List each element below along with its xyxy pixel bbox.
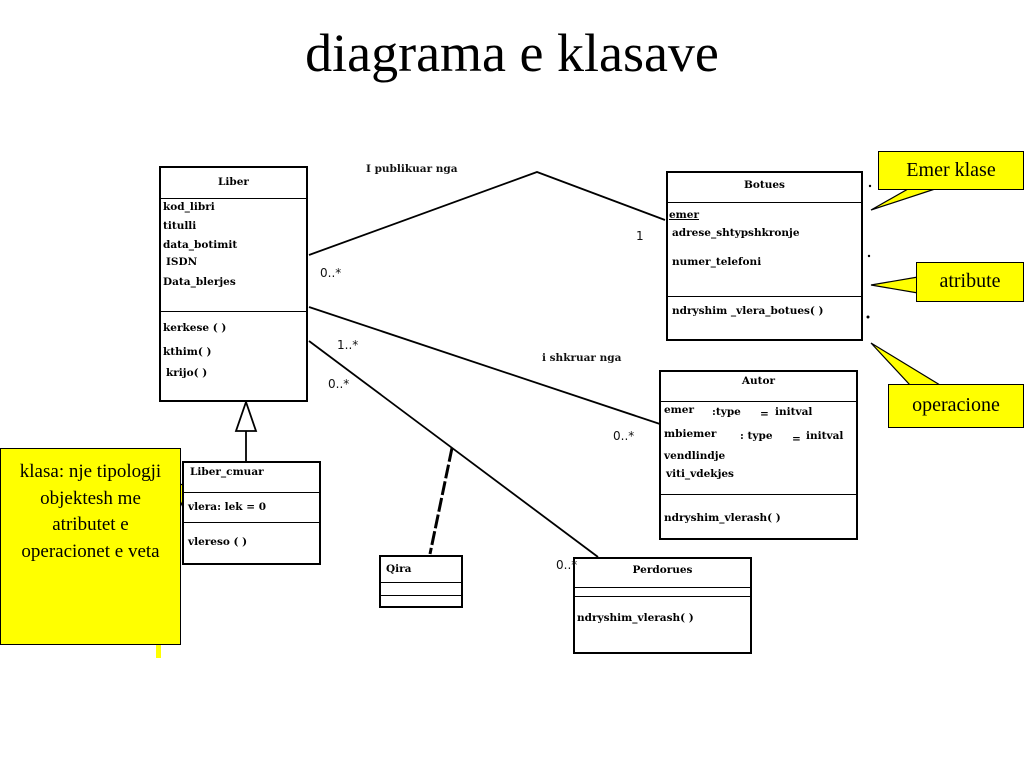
assoc-shkruar-label: i shkruar nga — [542, 352, 622, 364]
callout-pointer-atribute — [870, 276, 919, 294]
class-name-text: Liber_cmuar — [190, 466, 264, 478]
attribute-equals: = — [760, 408, 769, 420]
callout-klasa: klasa: nje tipologji objektesh me atribu… — [0, 448, 181, 645]
multiplicity-autor: 0..* — [613, 429, 635, 443]
callout-klasa-tab — [156, 640, 161, 658]
assoc-publikuar-line — [308, 171, 666, 256]
multiplicity-perdorues: 0..* — [556, 558, 578, 572]
class-attributes — [381, 583, 461, 596]
class-botues: Botues emer adrese_shtypshkronje numer_t… — [666, 171, 863, 341]
attribute-initval: initval — [806, 430, 844, 442]
class-attributes: emer adrese_shtypshkronje numer_telefoni — [668, 203, 861, 297]
class-liber: Liber kod_libri titulli data_botimit ISD… — [159, 166, 308, 402]
slide-title: diagrama e klasave — [305, 23, 719, 83]
operation: vlereso ( ) — [188, 536, 248, 548]
assoc-shkruar-line — [308, 306, 661, 425]
multiplicity-liber-publikuar: 0..* — [320, 266, 342, 280]
class-name: Botues — [668, 173, 861, 203]
generalization-arrowhead — [234, 399, 258, 432]
class-qira: Qira — [379, 555, 463, 608]
attribute: vlera: lek = 0 — [188, 501, 266, 513]
operation: ndryshim_vlerash( ) — [664, 512, 781, 524]
attribute: titulli — [163, 220, 197, 232]
attribute: numer_telefoni — [672, 256, 762, 268]
assoc-qira-line — [428, 447, 454, 555]
attribute-name: vendlindje — [664, 450, 726, 462]
attribute-type: :type — [712, 406, 741, 418]
stray-mark — [867, 254, 871, 258]
operation: ndryshim _vlera_botues( ) — [672, 305, 824, 317]
attribute-name: viti_vdekjes — [666, 468, 734, 480]
attribute-equals: = — [792, 433, 801, 445]
multiplicity-liber-perdorues: 0..* — [328, 377, 350, 391]
operation: kthim( ) — [163, 346, 212, 358]
class-attributes: vlera: lek = 0 — [184, 493, 319, 523]
class-autor: Autor emer :type = initval mbiemer : typ… — [659, 370, 858, 540]
attribute: adrese_shtypshkronje — [672, 227, 800, 239]
class-name-text: Qira — [386, 563, 412, 575]
operation: ndryshim_vlerash( ) — [577, 612, 694, 624]
class-liber-cmuar: Liber_cmuar vlera: lek = 0 vlereso ( ) — [182, 461, 321, 565]
attribute: Data_blerjes — [163, 276, 236, 288]
attribute: emer — [669, 209, 700, 221]
callout-operacione: operacione — [888, 384, 1024, 428]
class-attributes — [575, 588, 750, 597]
operation: kerkese ( ) — [163, 322, 227, 334]
stray-mark — [868, 184, 872, 188]
class-attributes: kod_libri titulli data_botimit ISDN Data… — [161, 199, 306, 312]
callout-atribute: atribute — [916, 262, 1024, 302]
assoc-publikuar-label: I publikuar nga — [366, 163, 458, 175]
class-name: Liber — [161, 168, 306, 199]
class-name: Qira — [381, 557, 461, 583]
callout-pointer-operacione — [870, 342, 943, 386]
attribute-type: : type — [740, 430, 773, 442]
multiplicity-liber-shkruar: 1..* — [337, 338, 359, 352]
operation: krijo( ) — [166, 367, 208, 379]
assoc-perdorues-line — [308, 340, 599, 558]
class-name: Autor — [661, 372, 856, 402]
class-perdorues: Perdorues ndryshim_vlerash( ) — [573, 557, 752, 654]
callout-pointer-emer-klase — [870, 188, 936, 211]
attribute: kod_libri — [163, 201, 215, 213]
attribute-name: emer — [664, 404, 695, 416]
class-attributes: emer :type = initval mbiemer : type = in… — [661, 402, 856, 495]
attribute: ISDN — [166, 256, 198, 268]
callout-emer-klase: Emer klase — [878, 151, 1024, 190]
class-name: Perdorues — [575, 559, 750, 588]
attribute-name: mbiemer — [664, 428, 717, 440]
stray-mark — [866, 315, 870, 319]
attribute-initval: initval — [775, 406, 813, 418]
class-name: Liber_cmuar — [184, 463, 319, 493]
multiplicity-botues: 1 — [636, 229, 644, 243]
attribute: data_botimit — [163, 239, 238, 251]
